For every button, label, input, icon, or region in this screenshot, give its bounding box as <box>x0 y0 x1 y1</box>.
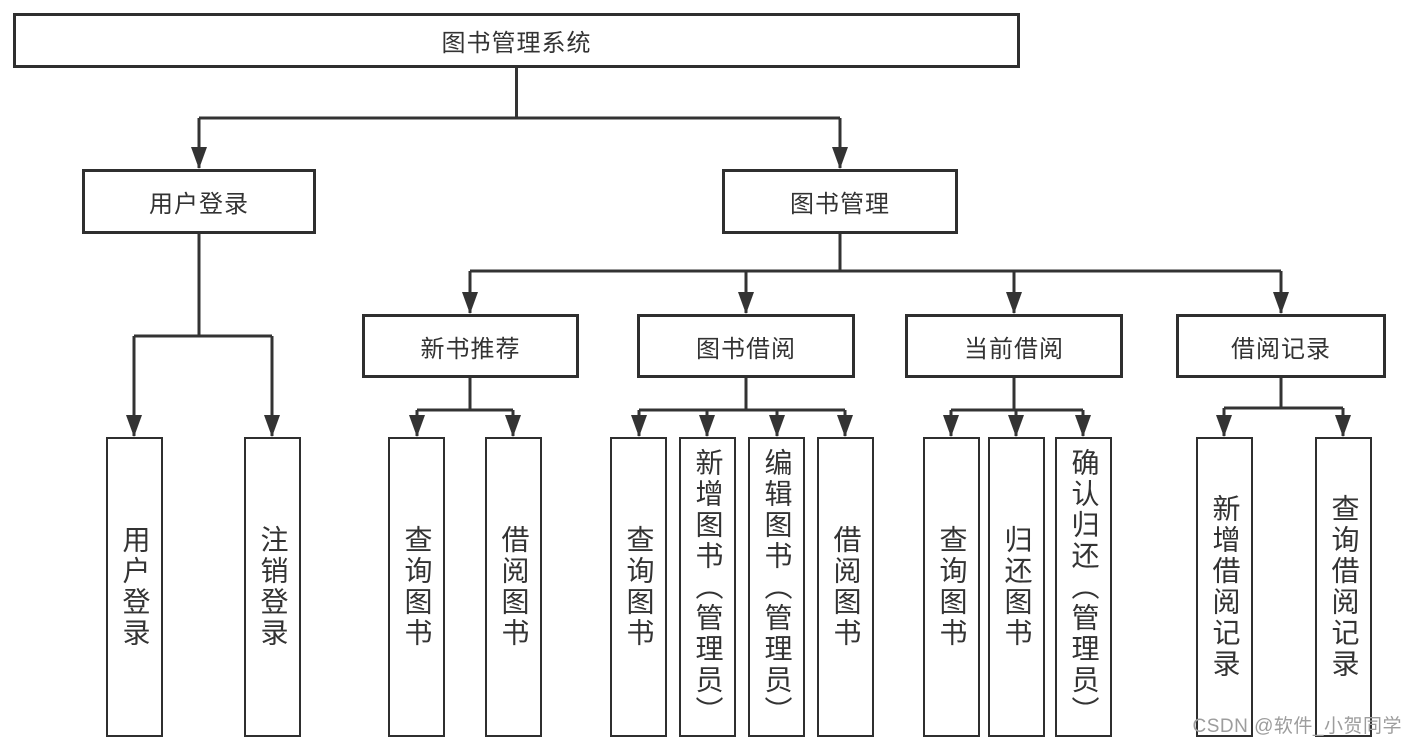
leaf-borrow-books-label: 借阅图书 <box>830 525 862 649</box>
leaf-add-books-admin-label: 新增图书（管理员） <box>692 447 724 727</box>
arrowheads <box>126 147 1351 437</box>
leaf-recommend-query-books: 查询图书 <box>388 437 445 737</box>
leaf-user-login-label: 用户登录 <box>119 525 151 649</box>
node-book-borrowing-label: 图书借阅 <box>696 335 796 363</box>
leaf-edit-books-admin: 编辑图书（管理员） <box>748 437 805 737</box>
node-book-management-label: 图书管理 <box>790 191 890 218</box>
node-root-system-label: 图书管理系统 <box>441 30 592 57</box>
node-book-borrowing: 图书借阅 <box>637 314 855 378</box>
node-new-book-recommend-label: 新书推荐 <box>420 335 521 363</box>
connector-book-management-to-level3 <box>468 234 1283 313</box>
leaf-return-books: 归还图书 <box>988 437 1045 737</box>
node-user-login: 用户登录 <box>82 169 316 234</box>
node-borrowing-records-label: 借阅记录 <box>1231 335 1331 363</box>
csdn-watermark: CSDN @软件_小贺同学 <box>1192 716 1402 737</box>
leaf-add-borrow-record-label: 新增借阅记录 <box>1209 494 1241 680</box>
connector-user-login-to-leaves <box>132 234 274 436</box>
node-new-book-recommend: 新书推荐 <box>362 314 579 378</box>
leaf-logout: 注销登录 <box>244 437 301 737</box>
leaf-logout-label: 注销登录 <box>257 525 289 649</box>
leaf-edit-books-admin-label: 编辑图书（管理员） <box>761 447 793 727</box>
leaf-confirm-return-admin: 确认归还（管理员） <box>1055 437 1112 737</box>
connector-root-to-level2 <box>197 68 842 168</box>
node-current-borrowing-label: 当前借阅 <box>964 335 1064 363</box>
connector-book-borrowing-to-leaves <box>637 378 847 436</box>
node-book-management: 图书管理 <box>722 169 958 234</box>
leaf-user-login: 用户登录 <box>106 437 163 737</box>
node-current-borrowing: 当前借阅 <box>905 314 1123 378</box>
leaf-borrowing-query-books: 查询图书 <box>610 437 667 737</box>
node-user-login-label: 用户登录 <box>149 191 249 218</box>
leaf-return-books-label: 归还图书 <box>1001 525 1033 649</box>
node-borrowing-records: 借阅记录 <box>1176 314 1386 378</box>
leaf-borrow-books: 借阅图书 <box>817 437 874 737</box>
leaf-query-borrow-record-label: 查询借阅记录 <box>1328 494 1360 680</box>
leaf-query-borrow-record: 查询借阅记录 <box>1315 437 1372 737</box>
connector-new-book-recommend-to-leaves <box>415 378 515 436</box>
leaf-current-query-books: 查询图书 <box>923 437 980 737</box>
node-root-system: 图书管理系统 <box>13 13 1020 68</box>
leaf-add-borrow-record: 新增借阅记录 <box>1196 437 1253 737</box>
leaf-add-books-admin: 新增图书（管理员） <box>679 437 736 737</box>
leaf-borrowing-query-books-label: 查询图书 <box>623 525 655 649</box>
leaf-current-query-books-label: 查询图书 <box>936 525 968 649</box>
connector-borrowing-records-to-leaves <box>1222 378 1345 436</box>
leaf-recommend-query-books-label: 查询图书 <box>401 525 433 649</box>
leaf-recommend-borrow-books-label: 借阅图书 <box>498 525 530 649</box>
leaf-confirm-return-admin-label: 确认归还（管理员） <box>1068 447 1100 727</box>
leaf-recommend-borrow-books: 借阅图书 <box>485 437 542 737</box>
